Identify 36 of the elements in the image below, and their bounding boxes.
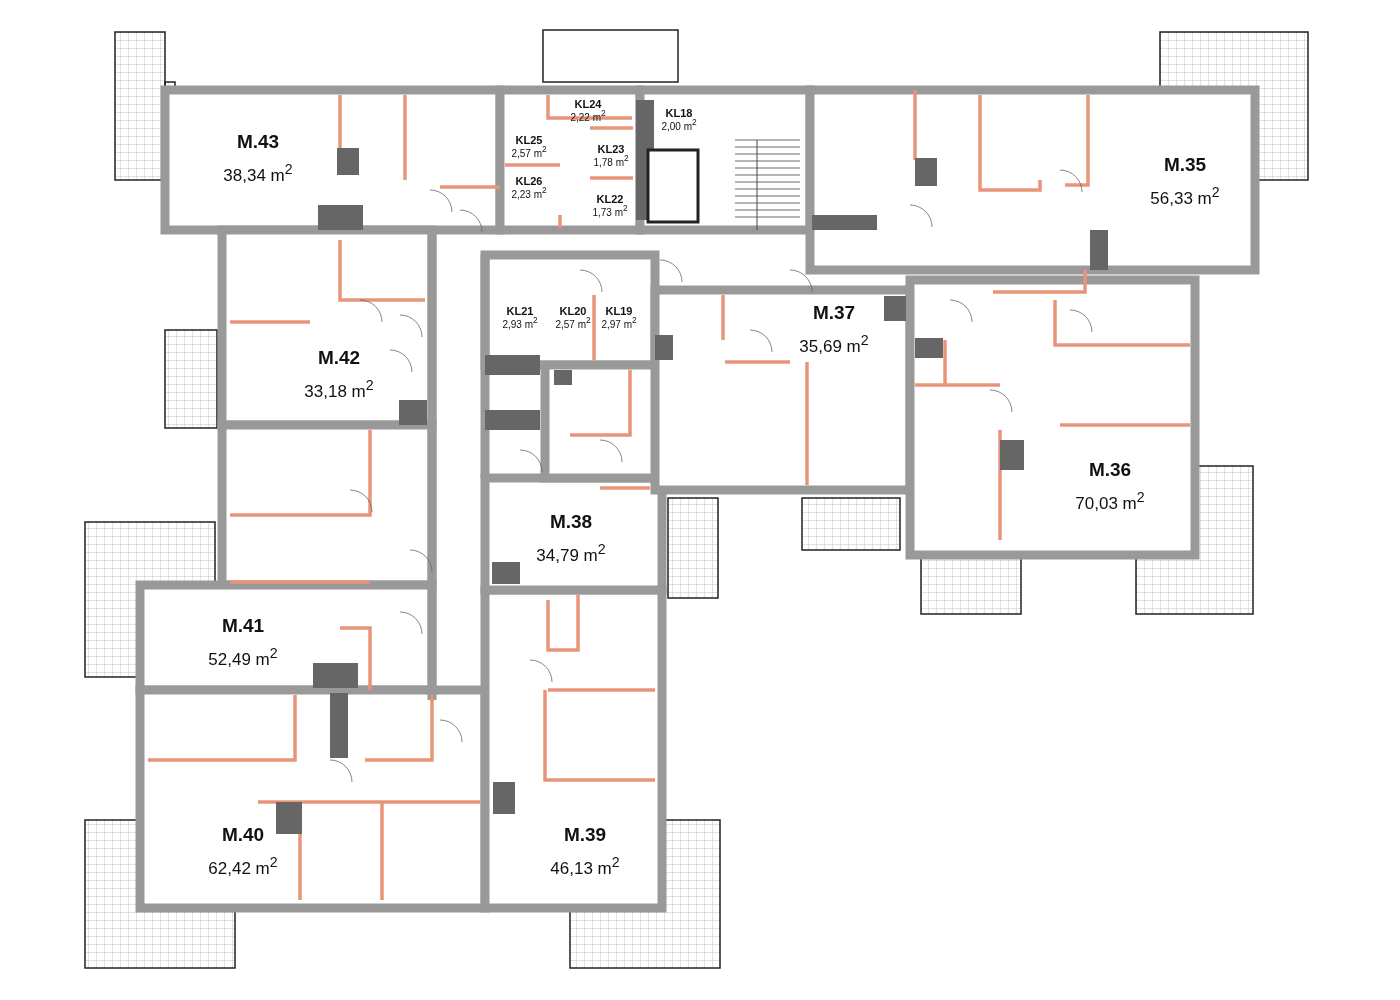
unit-number: M.39	[563, 824, 607, 844]
floor-area: 33,18 m$^{2}$	[304, 378, 374, 400]
floor-area: 2,57 m$^{2}$	[555, 316, 591, 330]
unit-number: KL26	[515, 175, 543, 187]
unit-number: KL21	[506, 305, 534, 317]
unit-number: KL19	[605, 305, 633, 317]
unit-number: KL20	[559, 305, 587, 317]
floor-area: 2,97 m$^{2}$	[601, 316, 637, 330]
floor-area: 46,13 m$^{2}$	[550, 855, 620, 877]
floor-area: 52,49 m$^{2}$	[208, 646, 278, 668]
unit-number: M.42	[317, 347, 361, 367]
floor-area: 2,22 m$^{2}$	[570, 109, 606, 123]
floor-area: 2,57 m$^{2}$	[511, 145, 547, 159]
unit-number: M.41	[221, 615, 265, 635]
unit-number: M.36	[1088, 459, 1132, 479]
floor-area: 2,23 m$^{2}$	[511, 186, 547, 200]
floor-area: 35,69 m$^{2}$	[799, 333, 869, 355]
floor-area: 2,00 m$^{2}$	[661, 118, 697, 132]
unit-number: KL24	[574, 98, 602, 110]
floor-area: 56,33 m$^{2}$	[1150, 185, 1220, 207]
floor-area: 1,73 m$^{2}$	[592, 204, 628, 218]
floor-area: 1,78 m$^{2}$	[593, 154, 629, 168]
unit-number: M.35	[1163, 154, 1207, 174]
floor-area: 2,93 m$^{2}$	[502, 316, 538, 330]
unit-number: KL25	[515, 134, 543, 146]
unit-number: M.43	[236, 131, 280, 151]
unit-number: M.37	[812, 302, 856, 322]
unit-number: KL22	[596, 193, 624, 205]
unit-number: KL23	[597, 143, 625, 155]
unit-number: M.40	[221, 824, 265, 844]
floor-area: 38,34 m$^{2}$	[223, 162, 293, 184]
unit-number: KL18	[665, 107, 693, 119]
floor-area: 34,79 m$^{2}$	[536, 542, 606, 564]
floor-area: 70,03 m$^{2}$	[1075, 490, 1145, 512]
unit-number: M.38	[549, 511, 593, 531]
floor-area: 62,42 m$^{2}$	[208, 855, 278, 877]
